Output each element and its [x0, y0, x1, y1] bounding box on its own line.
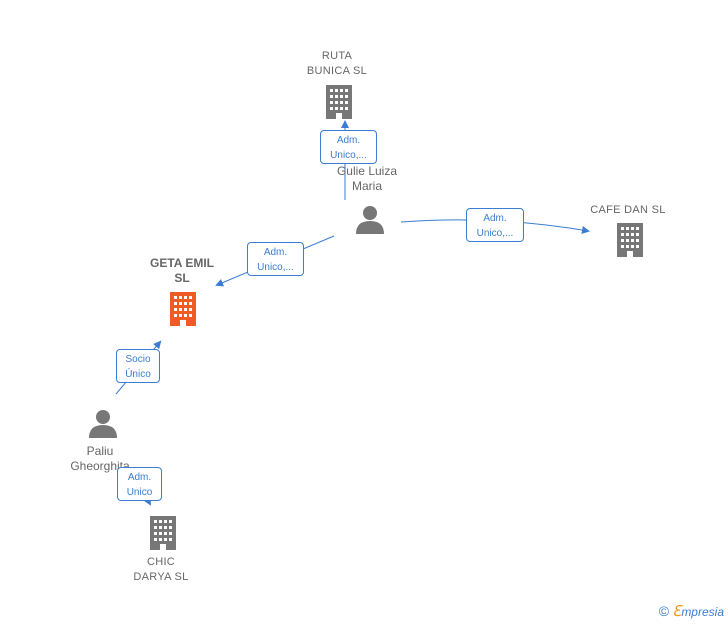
node-label-gulie-luiza-maria[interactable]: Gulie Luiza Maria: [336, 164, 398, 193]
person-icon[interactable]: [87, 408, 119, 438]
edge-label-gulie-ruta[interactable]: Adm. Unico,...: [320, 130, 377, 164]
person-icon[interactable]: [354, 204, 386, 234]
building-icon[interactable]: [614, 222, 646, 258]
node-label-paliu-gheorghita[interactable]: Paliu Gheorghita: [70, 444, 130, 473]
edge-label-paliu-chic[interactable]: Adm. Unico: [117, 467, 162, 501]
building-icon[interactable]: [167, 291, 199, 327]
brand-name: mpresia: [681, 605, 724, 619]
building-icon[interactable]: [323, 84, 355, 120]
node-label-ruta-bunica[interactable]: RUTA BUNICA SL: [306, 50, 368, 77]
edge-label-paliu-geta[interactable]: Socio Único: [116, 349, 160, 383]
building-icon[interactable]: [147, 515, 179, 551]
node-label-chic-darya[interactable]: CHIC DARYA SL: [133, 556, 189, 583]
copyright-symbol: ©: [658, 603, 670, 619]
edge-label-gulie-cafe[interactable]: Adm. Unico,...: [466, 208, 524, 242]
brand-watermark: ©ℇmpresia: [659, 602, 724, 620]
node-label-geta-emil[interactable]: GETA EMIL SL: [150, 256, 214, 285]
edge-label-gulie-geta[interactable]: Adm. Unico,...: [247, 242, 304, 276]
brand-e-logo: ℇ: [672, 602, 682, 620]
node-label-cafe-dan[interactable]: CAFE DAN SL: [590, 204, 666, 216]
